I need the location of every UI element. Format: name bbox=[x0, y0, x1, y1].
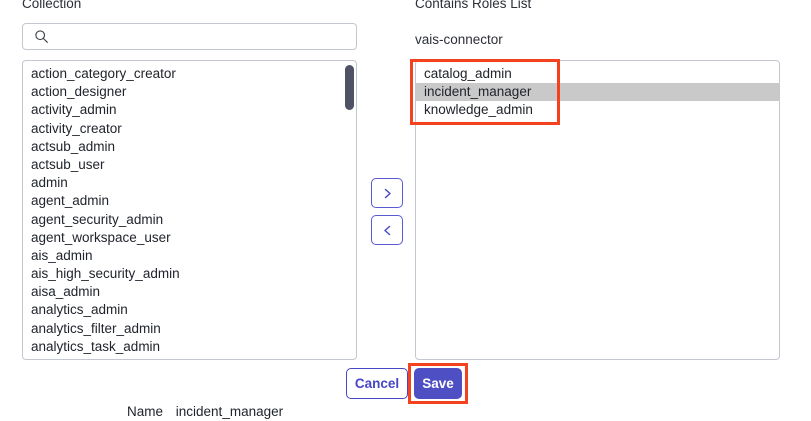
chevron-right-icon bbox=[384, 188, 391, 198]
collection-list-item[interactable]: action_category_creator bbox=[31, 66, 176, 81]
collection-list-item[interactable]: activity_creator bbox=[31, 120, 122, 136]
collection-list-item[interactable]: actsub_user bbox=[31, 156, 105, 172]
collection-list-item[interactable]: aisa_admin bbox=[31, 284, 101, 300]
collection-list-item[interactable]: activity_admin bbox=[31, 102, 117, 118]
move-right-button[interactable] bbox=[371, 178, 403, 208]
collection-list-item[interactable]: analytics_admin bbox=[31, 302, 128, 318]
collection-list-item[interactable]: ais_admin bbox=[31, 247, 93, 263]
chevron-left-icon bbox=[383, 225, 390, 235]
collection-list-item[interactable]: agent_security_admin bbox=[31, 211, 164, 227]
collection-list-item[interactable]: admin bbox=[31, 175, 68, 191]
collection-list-item[interactable]: analytics_filter_admin bbox=[31, 320, 161, 336]
search-icon bbox=[35, 30, 48, 43]
collection-list-item[interactable]: agent_admin bbox=[31, 193, 110, 209]
collection-label: Collection bbox=[22, 0, 82, 11]
collection-list-item[interactable]: analytics_task_admin bbox=[31, 338, 161, 354]
collection-list-item[interactable]: ais_high_security_admin bbox=[31, 266, 180, 282]
collection-search-input[interactable] bbox=[55, 26, 348, 47]
collection-list-item[interactable]: analytics_viewer bbox=[23, 356, 356, 359]
collection-list-item[interactable]: actsub_admin bbox=[31, 138, 116, 154]
connector-name-text: vais-connector bbox=[415, 32, 503, 47]
scrollbar-thumb[interactable] bbox=[345, 65, 354, 110]
collection-list-item[interactable]: agent_workspace_user bbox=[31, 229, 171, 245]
collection-list-item[interactable]: action_designer bbox=[31, 84, 127, 100]
roles-list-item-selected[interactable]: incident_manager bbox=[416, 83, 779, 102]
contains-roles-list-label: Contains Roles List bbox=[415, 0, 532, 11]
roles-list-item[interactable]: knowledge_admin bbox=[424, 102, 533, 118]
move-left-button[interactable] bbox=[371, 215, 403, 245]
name-value: incident_manager bbox=[175, 404, 284, 419]
save-button[interactable]: Save bbox=[414, 368, 462, 399]
cancel-button[interactable]: Cancel bbox=[346, 368, 408, 399]
collection-search-box[interactable] bbox=[22, 23, 357, 50]
roles-list-item[interactable]: catalog_admin bbox=[424, 66, 512, 81]
name-row: Name incident_manager bbox=[127, 403, 283, 420]
name-label: Name bbox=[127, 404, 164, 419]
collection-list-scrollbar[interactable] bbox=[345, 63, 354, 357]
